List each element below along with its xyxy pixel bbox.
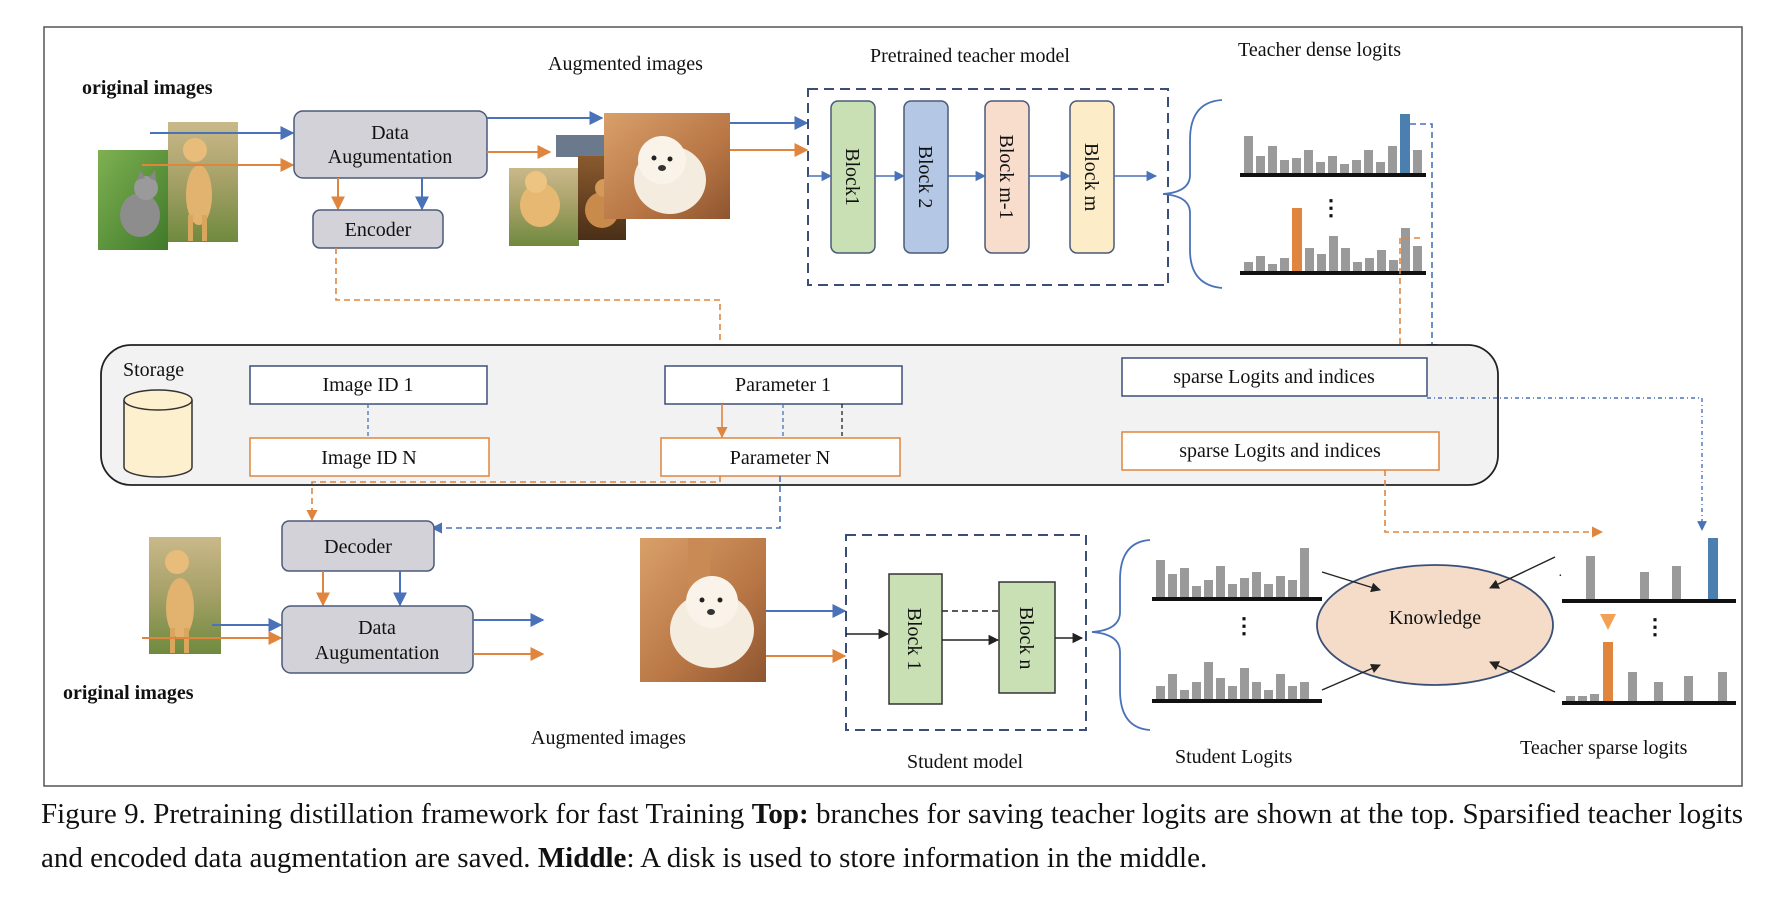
teacher-sparse-ellipsis: ⋮	[1644, 614, 1666, 639]
figure-caption: Figure 9. Pretraining distillation frame…	[41, 792, 1743, 880]
dense-to-sparse-blue-dashed	[1410, 123, 1438, 356]
framework-diagram: original images Augmented images Pretrai…	[43, 26, 1743, 787]
parameter-1-box	[664, 365, 903, 405]
sparse-logits-1-label: sparse Logits and indices	[1173, 366, 1375, 388]
parameter-n-box	[660, 437, 901, 477]
arrow-student-hist1-to-knowledge	[1321, 571, 1381, 593]
encoder-label: Encoder	[345, 219, 412, 241]
teacher-logits-brace	[1162, 99, 1223, 289]
data-augmentation-bottom-line2: Augumentation	[315, 642, 439, 664]
arrow-teacher-hist2-to-knowledge	[1489, 661, 1556, 693]
student-block-1-label: Block 1	[903, 608, 925, 671]
arrow-student-hist2-to-knowledge	[1321, 663, 1381, 691]
teacher-block-m-label: Block m	[1080, 143, 1102, 212]
caption-prefix: Figure 9. Pretraining distillation frame…	[41, 798, 752, 830]
teacher-dense-ellipsis: ⋮	[1320, 195, 1342, 220]
decoder-box	[281, 520, 435, 572]
label-augmented-images-top: Augmented images	[548, 53, 703, 75]
storage-label: Storage	[123, 359, 184, 381]
encoder-box	[312, 209, 444, 249]
image-id-1-box	[249, 365, 488, 405]
student-logits-hist-2	[1156, 662, 1309, 700]
cylinder-icon	[123, 389, 193, 478]
figure-border	[43, 26, 1743, 787]
teacher-block-m1-label: Block m-1	[995, 135, 1017, 220]
student-logits-ellipsis: ⋮	[1233, 613, 1255, 638]
knowledge-label: Knowledge	[1389, 607, 1481, 629]
label-teacher-dense-logits: Teacher dense logits	[1238, 39, 1401, 61]
imageid-to-decoder-dashed	[306, 476, 721, 522]
label-teacher-sparse-logits: Teacher sparse logits	[1520, 737, 1688, 759]
augmented-image-stack-top	[509, 113, 730, 246]
sparse-orange-down-arrow	[1600, 614, 1616, 630]
student-model-frame	[845, 534, 1087, 731]
image-id-1-label: Image ID 1	[322, 374, 413, 396]
teacher-dense-logits-hist-1	[1244, 114, 1422, 174]
encoder-to-parameter-dashed	[335, 248, 726, 365]
original-image-dog	[168, 122, 238, 242]
sparse-logits-2-label: sparse Logits and indices	[1179, 440, 1381, 462]
student-logits-brace	[1091, 539, 1151, 731]
student-block-n	[998, 581, 1056, 694]
arrow-teacher-hist1-to-knowledge	[1489, 556, 1556, 589]
student-logits-hist-1	[1156, 548, 1309, 598]
label-augmented-images-bottom: Augmented images	[531, 727, 686, 749]
student-block-1	[888, 573, 943, 705]
caption-middle-text: : A disk is used to store information in…	[626, 842, 1208, 874]
data-augmentation-bottom-line1: Data	[358, 617, 396, 639]
teacher-model-frame	[807, 88, 1169, 286]
teacher-dense-logits-hist-2	[1244, 208, 1422, 272]
original-image-bottom	[149, 537, 221, 654]
teacher-sparse-logits-hist-1	[1586, 538, 1718, 600]
parameter-n-label: Parameter N	[730, 447, 831, 469]
label-pretrained-teacher-model: Pretrained teacher model	[870, 45, 1070, 67]
sparse-logits-box-1	[1121, 357, 1428, 397]
image-id-n-box	[249, 437, 490, 477]
caption-middle-label: Middle	[537, 842, 627, 874]
teacher-sparse-logits-hist-2	[1566, 642, 1727, 702]
teacher-block-2-label: Block 2	[914, 146, 936, 209]
student-block-n-label: Block n	[1015, 607, 1037, 670]
teacher-sparse-dots: ·	[1558, 569, 1563, 584]
parameter-to-decoder-dashed	[430, 476, 781, 534]
decoder-label: Decoder	[324, 536, 392, 558]
label-student-logits: Student Logits	[1175, 746, 1292, 768]
sparse1-to-student-knowledge-dashed	[1427, 397, 1707, 531]
data-augmentation-bottom-box	[281, 605, 474, 674]
image-id-n-label: Image ID N	[321, 447, 417, 469]
label-original-images-bottom: original images	[63, 682, 194, 704]
data-augmentation-top-line1: Data	[371, 122, 409, 144]
sparse-logits-box-2	[1121, 431, 1440, 471]
caption-top-label: Top:	[751, 798, 809, 830]
knowledge-ellipse	[1316, 564, 1554, 686]
parameter-1-label: Parameter 1	[735, 374, 831, 396]
teacher-block-1-label: Block1	[841, 148, 863, 206]
label-original-images-top: original images	[82, 77, 213, 99]
sparse2-to-knowledge-dashed	[1384, 470, 1604, 538]
augmented-image-bottom	[640, 538, 766, 682]
label-student-model: Student model	[907, 751, 1024, 773]
caption-top-text: branches for saving teacher logits are s…	[41, 798, 1744, 874]
data-augmentation-top-box	[293, 110, 488, 179]
data-augmentation-top-line2: Augumentation	[328, 146, 452, 168]
original-image-cat	[98, 150, 168, 250]
